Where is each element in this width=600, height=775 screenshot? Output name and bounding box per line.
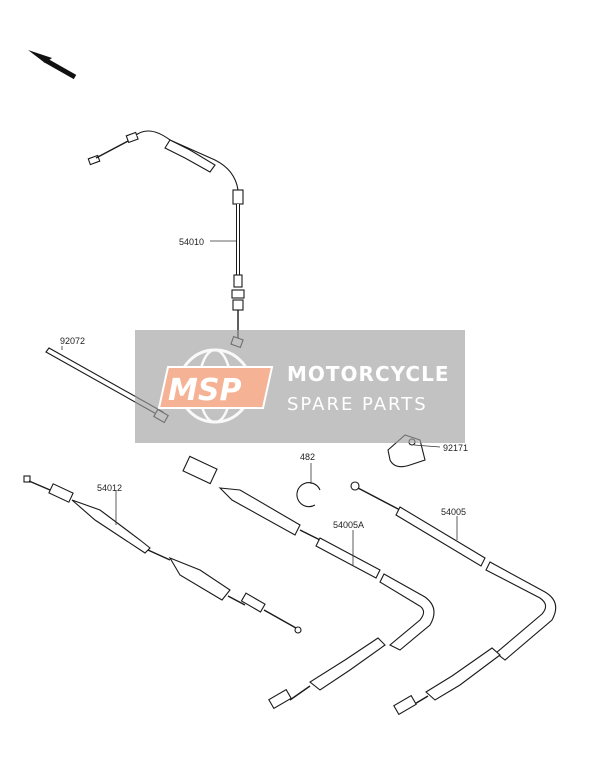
arrow-up-left-icon [28,50,77,80]
logo-badge [157,366,274,409]
part-label-54012: 54012 [97,483,122,493]
cable-54005A [182,455,435,710]
part-label-482: 482 [300,452,315,462]
logo-text: MSP [168,373,241,408]
leader-lines [61,240,458,565]
part-label-54010: 54010 [179,237,204,247]
watermark-line1: MOTORCYCLE [287,362,449,386]
cable-54010 [87,130,245,349]
cable-54012 [23,475,302,634]
part-label-54005A: 54005A [333,520,364,530]
cable-54005 [350,481,557,716]
part-label-92072: 92072 [60,336,85,346]
e-ring-482 [296,482,321,508]
watermark-line2: SPARE PARTS [287,394,428,415]
part-label-54005: 54005 [441,507,466,517]
watermark: MSP MOTORCYCLE SPARE PARTS [135,330,465,443]
part-label-92171: 92171 [443,443,468,453]
